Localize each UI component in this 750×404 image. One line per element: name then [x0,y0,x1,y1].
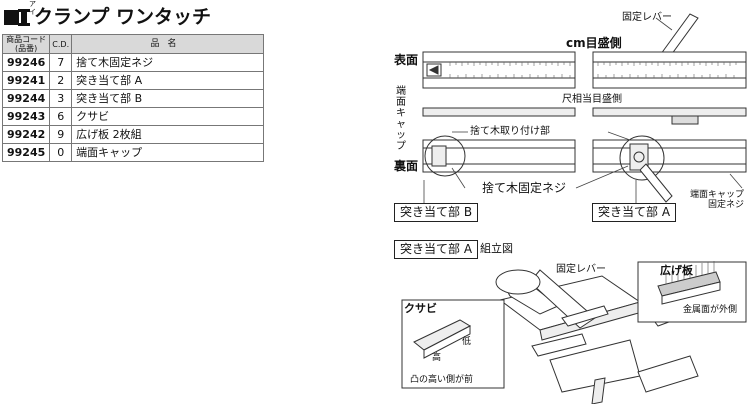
header-name: 品名 [71,34,264,54]
cell-code: 99241 [1,71,51,90]
cell-name: 広げ板 2枚組 [71,125,264,144]
cell-cd: 9 [49,125,73,144]
title-text: クランプ ワンタッチ [34,6,212,28]
label-end-cap-screw: 端面キャップ 固定ネジ [690,190,745,210]
label-stop-a: 突き当て部 A [592,203,677,222]
label-fixing-lever-2: 固定レバー [556,264,606,275]
label-cm-side: cm目盛側 [566,36,622,50]
label-sutegi-screw: 捨て木固定ネジ [482,181,567,195]
cell-code: 99246 [1,53,51,72]
label-shaku-side: 尺相当目盛側 [562,94,622,105]
cell-name: 端面キャップ [71,143,264,162]
cell-code: 99242 [1,125,51,144]
label-metal-outside: 金属面が外側 [683,305,738,315]
label-stop-b: 突き当て部 B [394,203,479,222]
parts-table: 商品コード (品番) C.D. 品名 99246 7 捨て木固定ネジ 99241… [1,34,264,162]
cell-name: 突き当て部 B [71,89,264,108]
scale-ticks [449,62,737,78]
label-low: 低 [462,337,472,347]
side-rail [422,107,747,125]
table-row: 99243 6 クサビ [1,107,264,126]
back-rail [422,135,747,203]
table-row: 99244 3 突き当て部 B [1,89,264,108]
leader-lines [423,17,743,204]
label-high: 高 [432,353,442,363]
label-back: 裏面 [394,159,419,173]
label-front: 表面 [394,53,419,67]
table-row: 99245 0 端面キャップ [1,143,264,162]
label-wedge: クサビ [404,302,437,315]
cell-code: 99244 [1,89,51,108]
cell-cd: 6 [49,107,73,126]
header-code: 商品コード (品番) [1,34,51,54]
table-row: 99241 2 突き当て部 A [1,71,264,90]
cell-cd: 3 [49,89,73,108]
front-rail [422,51,747,89]
clamp-diagram [401,13,747,404]
cell-cd: 7 [49,53,73,72]
title-square-mark [4,10,19,25]
assembly-drawing [401,261,747,404]
table-row: 99242 9 広げ板 2枚組 [1,125,264,144]
cell-code: 99245 [1,143,51,162]
label-sutegi-mount: 捨て木取り付け部 [470,126,550,137]
header-cd: C.D. [49,34,73,54]
cell-cd: 2 [49,71,73,90]
i-beam-mark [18,9,30,26]
label-convex-front: 凸の高い側が前 [410,375,474,385]
cell-cd: 0 [49,143,73,162]
label-assembly: 組立図 [480,242,513,255]
title-ruby: アイ [29,0,36,16]
cell-name: 捨て木固定ネジ [71,53,264,72]
label-assembly-title: 突き当て部 A [394,240,479,259]
table-header-row: 商品コード (品番) C.D. 品名 [1,34,264,54]
cell-name: 突き当て部 A [71,71,264,90]
label-wide-plate: 広げ板 [660,264,693,277]
table-row: 99246 7 捨て木固定ネジ [1,53,264,72]
cell-code: 99243 [1,107,51,126]
label-end-cap-vertical: 端面キャップ [396,86,406,152]
cell-name: クサビ [71,107,264,126]
label-fixing-lever: 固定レバー [622,12,672,23]
